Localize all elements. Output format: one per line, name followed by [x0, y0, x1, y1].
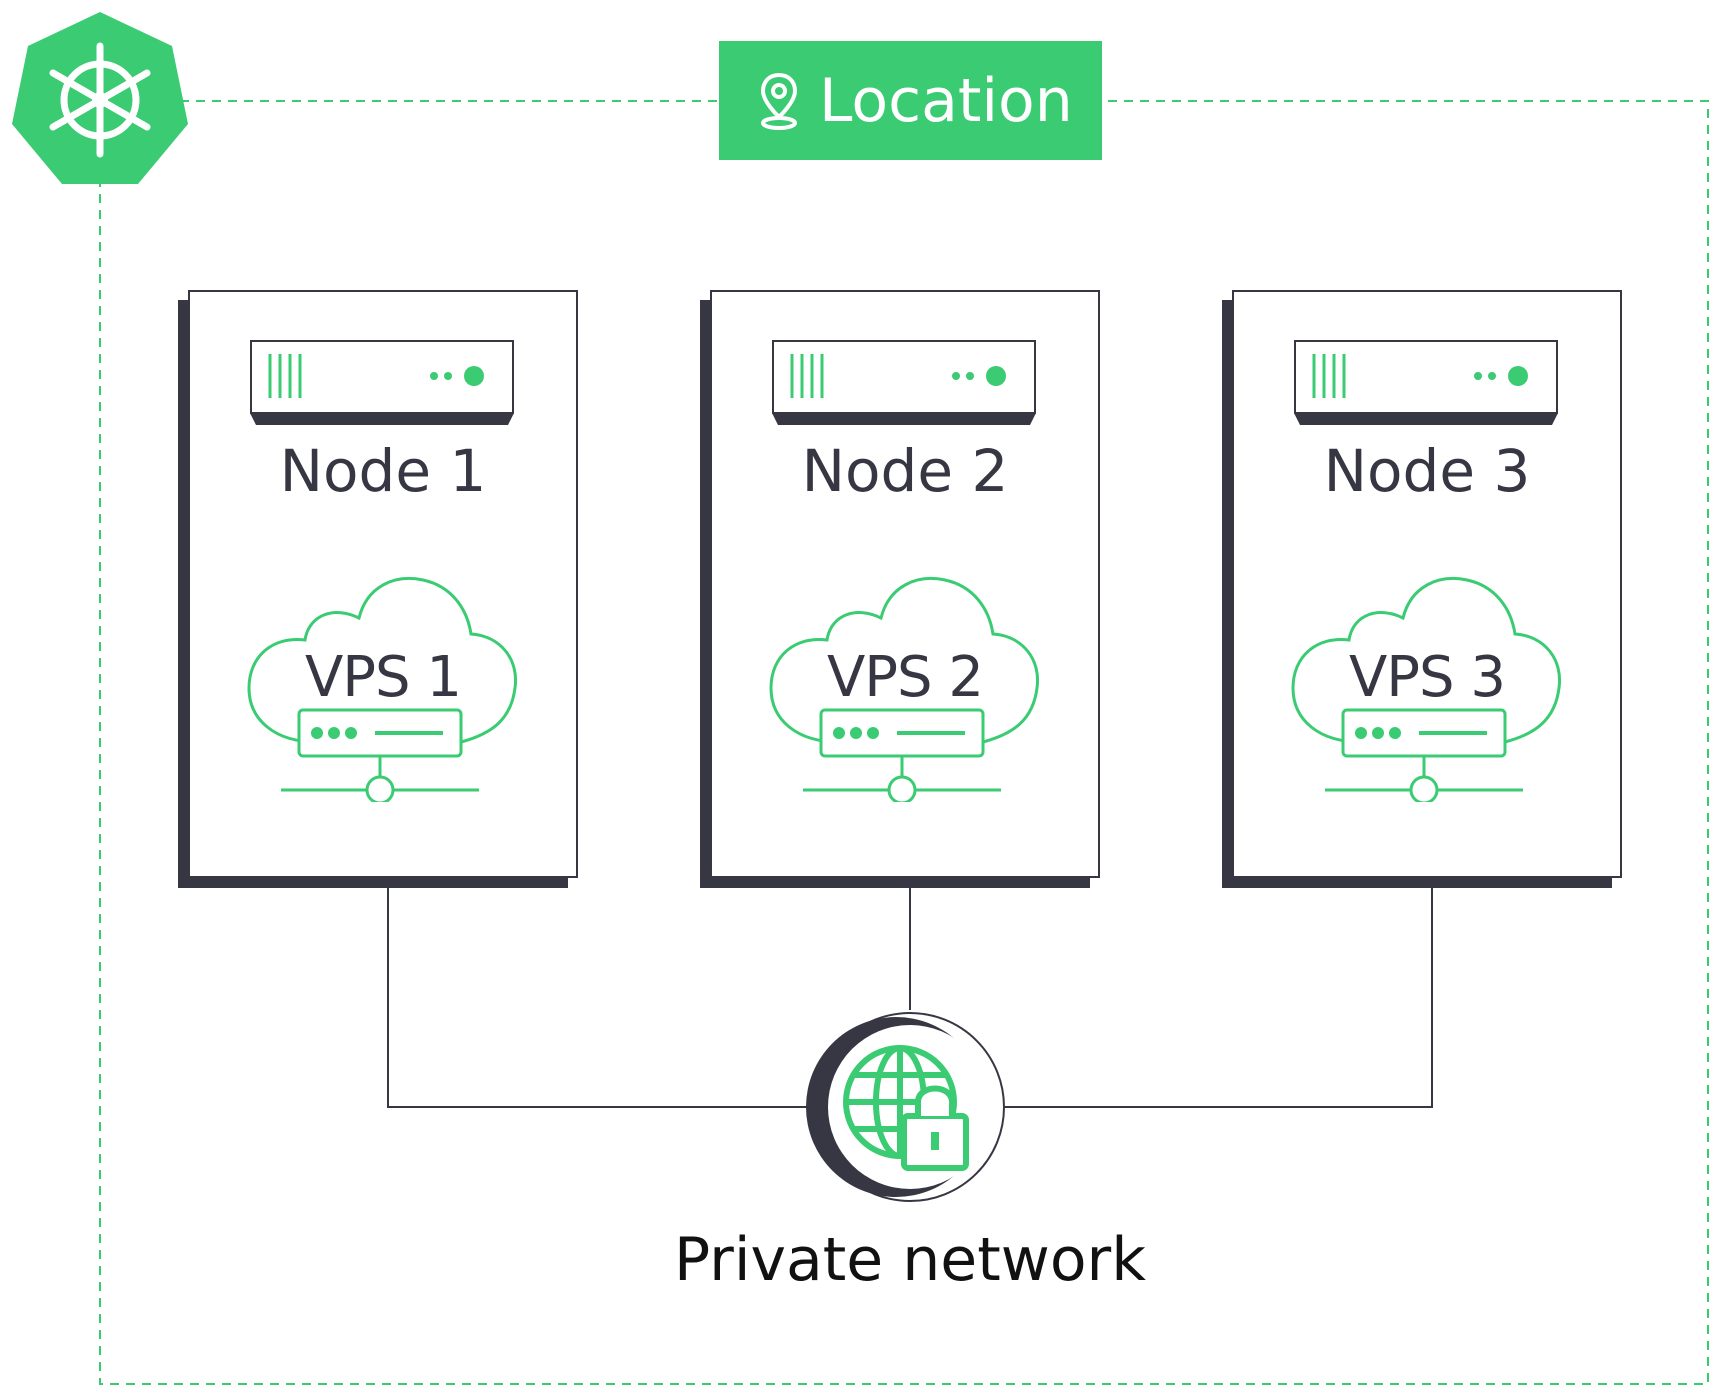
cloud-server-icon: [1291, 577, 1562, 802]
cloud-server-icon: [247, 577, 518, 802]
server-rack-icon: [250, 340, 514, 425]
vps-label-1: VPS 1: [304, 645, 462, 710]
node-title-3: Node 3: [1323, 437, 1531, 505]
map-pin-icon: [760, 72, 798, 130]
vps-label-3: VPS 3: [1348, 645, 1506, 710]
vps-label-2: VPS 2: [826, 645, 984, 710]
node-title-2: Node 2: [801, 437, 1009, 505]
server-rack-icon: [772, 340, 1036, 425]
node-card-3: Node 3 VPS 3: [1232, 290, 1622, 878]
node-title-1: Node 1: [279, 437, 487, 505]
cloud-server-icon: [769, 577, 1040, 802]
node-card-1: Node 1 VPS 1: [188, 290, 578, 878]
location-header: Location: [719, 41, 1102, 160]
link-node3-network: [1004, 802, 1433, 1108]
location-title: Location: [819, 65, 1073, 136]
server-rack-icon: [1294, 340, 1558, 425]
link-node1-network: [387, 802, 808, 1108]
node-card-2: Node 2 VPS 2: [710, 290, 1100, 878]
private-network-label: Private network: [674, 1225, 1146, 1295]
